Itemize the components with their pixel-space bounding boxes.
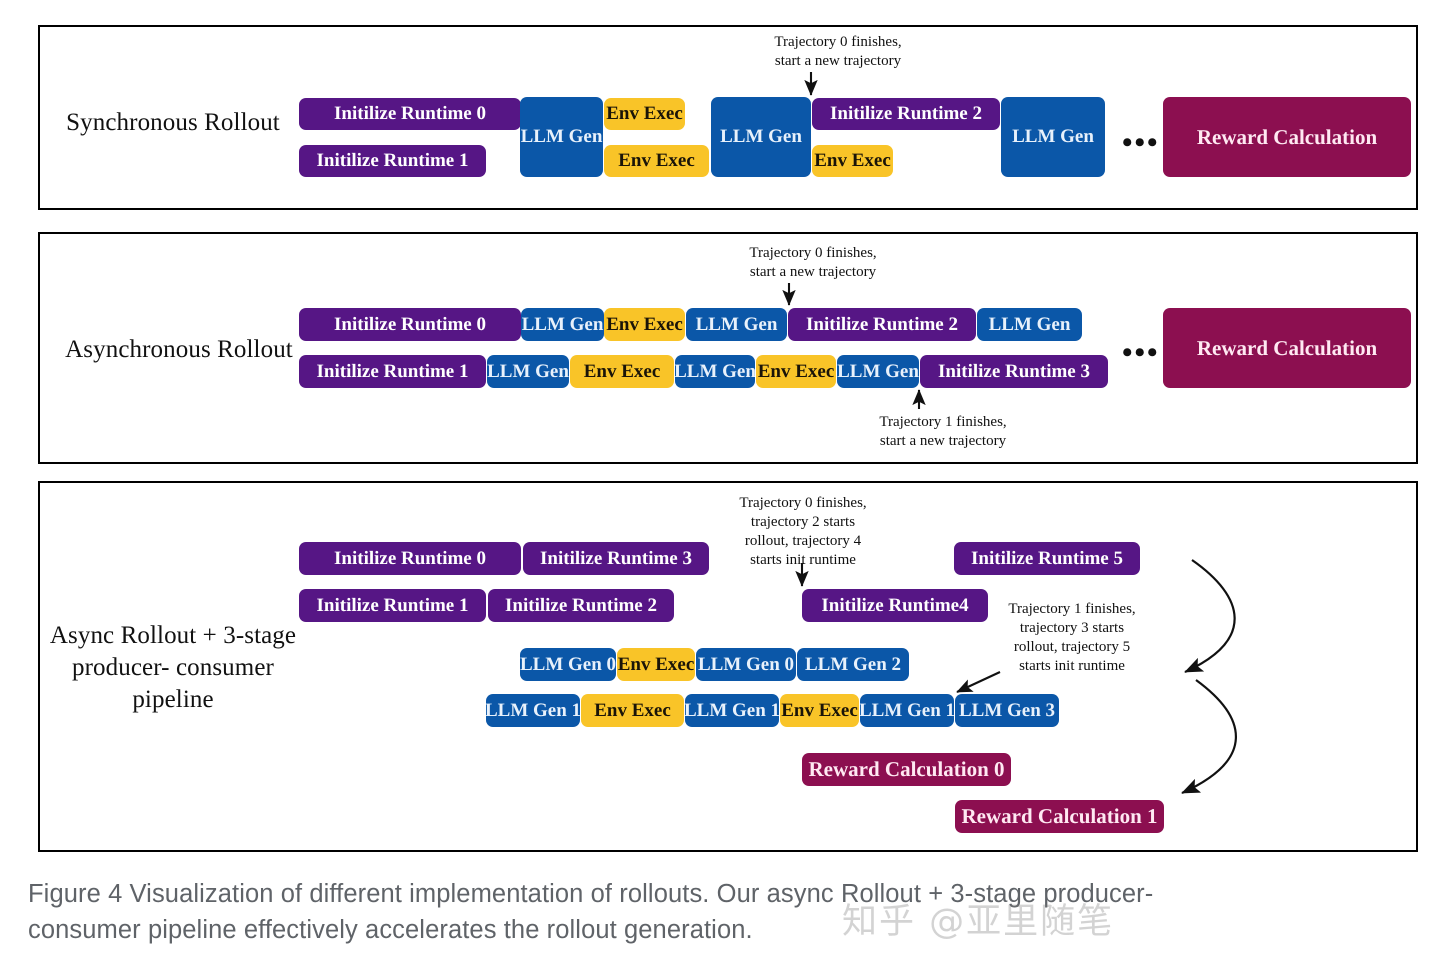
annotation-pipeline-traj1: Trajectory 1 finishes, trajectory 3 star… <box>1008 601 1136 674</box>
block-pipe-initilize-runtime-5[interactable]: Initilize Runtime 5 <box>954 542 1140 575</box>
block-async-llm-gen-top-2[interactable]: LLM Gen <box>686 308 787 341</box>
block-reward-calculation-async[interactable]: Reward Calculation <box>1163 308 1411 388</box>
ellipsis-async: ••• <box>1122 336 1160 369</box>
block-async-initilize-runtime-1[interactable]: Initilize Runtime 1 <box>299 355 486 388</box>
watermark: 知乎 @亚里随笔 <box>842 902 1115 942</box>
block-env-exec-top-1[interactable]: Env Exec <box>604 98 685 130</box>
block-pipe-initilize-runtime-3[interactable]: Initilize Runtime 3 <box>523 542 709 575</box>
annotation-async-traj1: Trajectory 1 finishes, start a new traje… <box>879 414 1007 449</box>
ellipsis-sync: ••• <box>1122 126 1160 159</box>
block-async-llm-gen-top-3[interactable]: LLM Gen <box>977 308 1082 341</box>
figure-caption-line2: consumer pipeline effectively accelerate… <box>28 916 753 945</box>
block-pipe-llm-gen-2[interactable]: LLM Gen 2 <box>797 648 909 681</box>
block-initilize-runtime-2[interactable]: Initilize Runtime 2 <box>812 98 1000 130</box>
figure-caption-line1: Figure 4 Visualization of different impl… <box>28 880 1154 908</box>
block-pipe-env-exec-top-1[interactable]: Env Exec <box>617 648 695 681</box>
block-async-llm-gen-bot-2[interactable]: LLM Gen <box>675 355 755 388</box>
block-async-llm-gen-top-1[interactable]: LLM Gen <box>521 308 604 341</box>
block-pipe-initilize-runtime-2[interactable]: Initilize Runtime 2 <box>488 589 674 622</box>
block-pipe-env-exec-bot-2[interactable]: Env Exec <box>780 694 859 727</box>
block-initilize-runtime-0[interactable]: Initilize Runtime 0 <box>299 98 521 130</box>
block-async-env-exec-top-1[interactable]: Env Exec <box>604 308 685 341</box>
block-pipe-initilize-runtime-0[interactable]: Initilize Runtime 0 <box>299 542 521 575</box>
block-pipe-reward-calculation-0[interactable]: Reward Calculation 0 <box>802 753 1011 786</box>
block-pipe-llm-gen-1-a[interactable]: LLM Gen 1 <box>486 694 580 727</box>
block-async-llm-gen-bot-3[interactable]: LLM Gen <box>837 355 919 388</box>
annotation-sync-traj0: Trajectory 0 finishes, start a new traje… <box>774 34 902 69</box>
block-pipe-initilize-runtime-1[interactable]: Initilize Runtime 1 <box>299 589 486 622</box>
block-env-exec-bottom-1[interactable]: Env Exec <box>604 145 709 177</box>
block-async-env-exec-bot-1[interactable]: Env Exec <box>570 355 674 388</box>
panel-label-pipeline: Async Rollout + 3-stage producer- consum… <box>49 622 297 713</box>
block-pipe-llm-gen-3[interactable]: LLM Gen 3 <box>955 694 1059 727</box>
block-initilize-runtime-1[interactable]: Initilize Runtime 1 <box>299 145 486 177</box>
block-async-initilize-runtime-2[interactable]: Initilize Runtime 2 <box>788 308 976 341</box>
panel-label-synchronous: Synchronous Rollout <box>66 109 280 136</box>
block-pipe-llm-gen-0-b[interactable]: LLM Gen 0 <box>696 648 796 681</box>
block-async-llm-gen-bot-1[interactable]: LLM Gen <box>487 355 569 388</box>
block-pipe-llm-gen-0-a[interactable]: LLM Gen 0 <box>520 648 616 681</box>
annotation-pipeline-traj0: Trajectory 0 finishes, trajectory 2 star… <box>739 495 867 568</box>
block-pipe-env-exec-bot-1[interactable]: Env Exec <box>581 694 684 727</box>
block-llm-gen-2[interactable]: LLM Gen <box>711 97 811 177</box>
figure-caption: Figure 4 Visualization of different impl… <box>28 876 1328 948</box>
block-llm-gen-1[interactable]: LLM Gen <box>520 97 603 177</box>
block-pipe-initilize-runtime-4[interactable]: Initilize Runtime4 <box>802 589 988 622</box>
block-async-initilize-runtime-0[interactable]: Initilize Runtime 0 <box>299 308 521 341</box>
annotation-async-traj0: Trajectory 0 finishes, start a new traje… <box>749 245 877 280</box>
block-llm-gen-3[interactable]: LLM Gen <box>1001 97 1105 177</box>
block-reward-calculation-sync[interactable]: Reward Calculation <box>1163 97 1411 177</box>
block-env-exec-bottom-2[interactable]: Env Exec <box>812 145 893 177</box>
block-pipe-llm-gen-1-b[interactable]: LLM Gen 1 <box>685 694 779 727</box>
block-async-env-exec-bot-2[interactable]: Env Exec <box>756 355 836 388</box>
block-pipe-reward-calculation-1[interactable]: Reward Calculation 1 <box>955 800 1164 833</box>
block-async-initilize-runtime-3[interactable]: Initilize Runtime 3 <box>920 355 1108 388</box>
panel-label-asynchronous: Asynchronous Rollout <box>65 336 293 363</box>
block-pipe-llm-gen-1-c[interactable]: LLM Gen 1 <box>860 694 954 727</box>
